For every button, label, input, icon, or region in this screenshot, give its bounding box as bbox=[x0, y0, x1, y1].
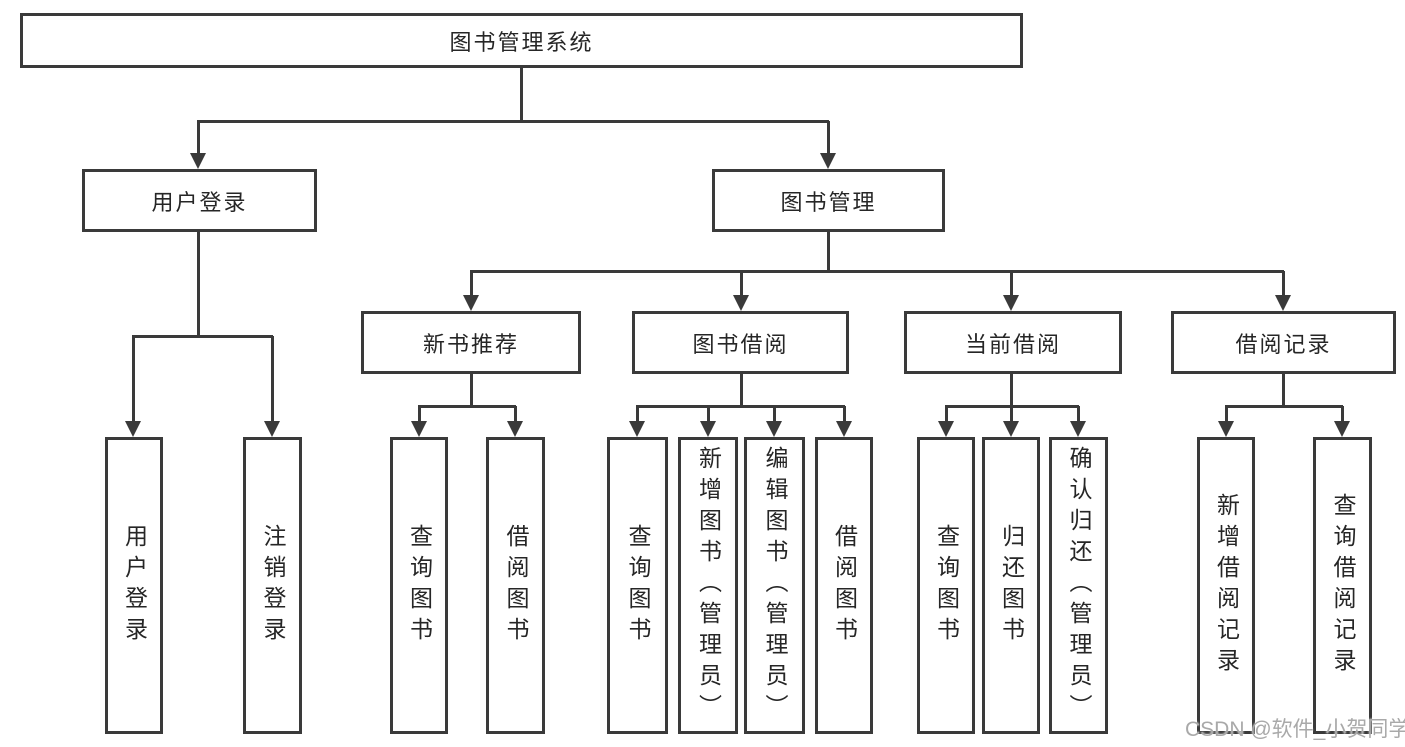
arrow-down-icon bbox=[820, 153, 836, 169]
arrow-down-icon bbox=[1003, 421, 1019, 437]
node-label: 当前借阅 bbox=[964, 331, 1061, 357]
leaf-label: 注销登录 bbox=[260, 523, 286, 648]
leaf-label: 借阅图书 bbox=[831, 523, 858, 648]
arrow-down-icon bbox=[1275, 295, 1291, 311]
arrow-down-icon bbox=[125, 421, 141, 437]
connector-line bbox=[470, 270, 1284, 273]
connector-line bbox=[707, 406, 710, 423]
arrow-down-icon bbox=[700, 421, 716, 437]
node-label: 用户登录 bbox=[151, 189, 248, 215]
leaf-label: 编辑图书（管理员） bbox=[762, 446, 788, 725]
connector-line bbox=[470, 271, 473, 297]
connector-line bbox=[197, 121, 200, 155]
arrow-down-icon bbox=[1218, 421, 1234, 437]
connector-line bbox=[1010, 406, 1013, 423]
connector-line bbox=[1282, 373, 1285, 407]
connector-line bbox=[740, 271, 743, 297]
leaf-label: 查询图书 bbox=[406, 523, 433, 648]
connector-line bbox=[514, 406, 517, 423]
leaf-logout: 注销登录 bbox=[243, 437, 302, 734]
connector-line bbox=[470, 373, 473, 407]
connector-line bbox=[132, 335, 273, 338]
node-label: 图书管理 bbox=[780, 189, 877, 215]
connector-line bbox=[132, 336, 135, 423]
leaf-label: 查询图书 bbox=[625, 523, 651, 648]
leaf-label: 借阅图书 bbox=[503, 523, 529, 648]
arrow-down-icon bbox=[629, 421, 645, 437]
leaf-return-book: 归还图书 bbox=[982, 437, 1040, 734]
arrow-down-icon bbox=[1334, 421, 1350, 437]
connector-line bbox=[1341, 406, 1344, 423]
arrow-down-icon bbox=[1070, 421, 1086, 437]
connector-line bbox=[1010, 373, 1013, 407]
connector-line bbox=[418, 405, 516, 408]
connector-line bbox=[773, 406, 776, 423]
node-current-borrowing: 当前借阅 bbox=[904, 311, 1122, 374]
connector-line bbox=[197, 232, 200, 337]
leaf-label: 查询图书 bbox=[933, 523, 960, 648]
connector-line bbox=[1010, 271, 1013, 297]
leaf-label: 新增借阅记录 bbox=[1213, 492, 1240, 679]
leaf-query-books-3: 查询图书 bbox=[917, 437, 975, 734]
connector-line bbox=[271, 336, 274, 423]
arrow-down-icon bbox=[507, 421, 523, 437]
leaf-query-books-2: 查询图书 bbox=[607, 437, 668, 734]
leaf-borrow-books-1: 借阅图书 bbox=[486, 437, 545, 734]
leaf-label: 用户登录 bbox=[121, 523, 148, 648]
leaf-query-books-1: 查询图书 bbox=[390, 437, 448, 734]
leaf-label: 查询借阅记录 bbox=[1330, 492, 1356, 679]
arrow-down-icon bbox=[264, 421, 280, 437]
node-library-management-system: 图书管理系统 bbox=[20, 13, 1023, 68]
leaf-add-borrow-record: 新增借阅记录 bbox=[1197, 437, 1255, 734]
leaf-add-book-admin: 新增图书（管理员） bbox=[678, 437, 738, 734]
connector-line bbox=[1077, 406, 1080, 423]
arrow-down-icon bbox=[411, 421, 427, 437]
node-new-book-recommendation: 新书推荐 bbox=[361, 311, 581, 374]
leaf-label: 新增图书（管理员） bbox=[695, 446, 722, 725]
leaf-query-borrow-record: 查询借阅记录 bbox=[1313, 437, 1372, 734]
connector-line bbox=[945, 406, 948, 423]
connector-line bbox=[827, 121, 830, 155]
connector-line bbox=[843, 406, 846, 423]
node-book-borrowing: 图书借阅 bbox=[632, 311, 849, 374]
node-user-login: 用户登录 bbox=[82, 169, 317, 232]
node-label: 图书管理系统 bbox=[449, 29, 594, 55]
arrow-down-icon bbox=[190, 153, 206, 169]
arrow-down-icon bbox=[463, 295, 479, 311]
connector-line bbox=[1225, 406, 1228, 423]
connector-line bbox=[740, 373, 743, 407]
watermark: CSDN @软件_小贺同学 bbox=[1185, 718, 1405, 741]
connector-line bbox=[1225, 405, 1343, 408]
connector-line bbox=[1282, 271, 1285, 297]
arrow-down-icon bbox=[733, 295, 749, 311]
node-label: 借阅记录 bbox=[1235, 331, 1332, 357]
connector-line bbox=[197, 120, 829, 123]
leaf-edit-book-admin: 编辑图书（管理员） bbox=[744, 437, 805, 734]
leaf-label: 确认归还（管理员） bbox=[1066, 446, 1092, 725]
leaf-confirm-return-admin: 确认归还（管理员） bbox=[1049, 437, 1108, 734]
node-label: 新书推荐 bbox=[422, 331, 519, 357]
connector-line bbox=[418, 406, 421, 423]
leaf-user-login: 用户登录 bbox=[105, 437, 163, 734]
node-book-management: 图书管理 bbox=[712, 169, 945, 232]
connector-line bbox=[636, 405, 845, 408]
arrow-down-icon bbox=[836, 421, 852, 437]
node-borrowing-records: 借阅记录 bbox=[1171, 311, 1396, 374]
connector-line bbox=[520, 68, 523, 121]
node-label: 图书借阅 bbox=[692, 331, 789, 357]
leaf-label: 归还图书 bbox=[998, 523, 1025, 648]
connector-line bbox=[827, 232, 830, 272]
leaf-borrow-books-2: 借阅图书 bbox=[815, 437, 873, 734]
connector-line bbox=[636, 406, 639, 423]
arrow-down-icon bbox=[766, 421, 782, 437]
arrow-down-icon bbox=[1003, 295, 1019, 311]
arrow-down-icon bbox=[938, 421, 954, 437]
